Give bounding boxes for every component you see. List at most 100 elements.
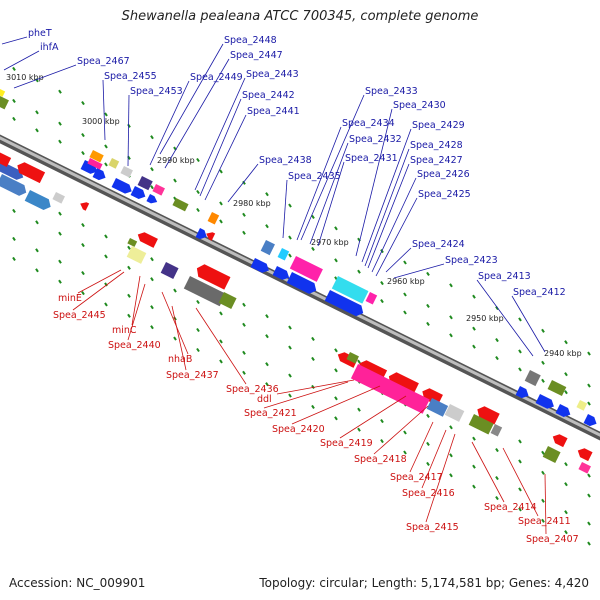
forward-gene-label: pheT	[28, 28, 52, 39]
guide-dot	[242, 302, 246, 307]
reverse-gene-arrow	[388, 372, 419, 396]
forward-gene-arrow	[515, 386, 529, 399]
reverse-gene-label: Spea_2416	[402, 488, 455, 499]
guide-dot	[288, 345, 292, 350]
label-leader	[364, 148, 410, 267]
reverse-gene-label: Spea_2445	[53, 310, 106, 321]
guide-dot	[564, 510, 568, 515]
guide-dot	[564, 372, 568, 377]
forward-gene-label: Spea_2435	[288, 171, 341, 182]
guide-dot	[219, 201, 223, 206]
guide-dot	[472, 294, 476, 299]
scale-label-2960: 2960 kbp	[387, 277, 425, 286]
label-leader	[367, 163, 410, 269]
guide-dot	[426, 271, 430, 276]
guide-dot	[311, 214, 315, 219]
label-leader	[159, 43, 224, 155]
reverse-gene-label: Spea_2414	[484, 502, 537, 513]
guide-dot	[219, 219, 223, 224]
feature-block	[0, 96, 9, 110]
label-leader	[171, 305, 187, 371]
label-leader	[317, 161, 345, 247]
guide-dot	[242, 212, 246, 217]
reverse-gene-arrow	[0, 152, 12, 167]
forward-gene-label: Spea_2426	[417, 169, 470, 180]
guide-dot	[173, 288, 177, 293]
guide-dot	[495, 447, 499, 453]
guide-dot	[495, 355, 499, 361]
guide-dot	[357, 269, 361, 274]
reverse-gene-arrow	[17, 162, 46, 184]
label-leader	[3, 50, 40, 71]
guide-dot	[587, 473, 591, 478]
label-leader	[195, 307, 247, 385]
guide-dot	[449, 473, 453, 478]
feature-block	[524, 370, 541, 387]
forward-gene-arrow	[250, 258, 269, 273]
forward-gene-arrow	[555, 404, 571, 417]
guide-dot	[12, 66, 16, 71]
guide-dot	[150, 167, 154, 172]
feature-block	[52, 191, 65, 204]
guide-dot	[12, 208, 16, 213]
feature-block	[137, 176, 153, 191]
label-leader	[421, 429, 447, 489]
label-leader	[300, 94, 365, 241]
forward-gene-label: Spea_2448	[224, 35, 277, 46]
feature-block	[183, 276, 226, 307]
guide-dot	[541, 470, 545, 475]
reverse-gene-label: Spea_2417	[390, 472, 443, 483]
accession-value: NC_009901	[76, 576, 146, 590]
scale-label-2980: 2980 kbp	[233, 199, 271, 208]
guide-dot	[35, 78, 39, 83]
forward-gene-label: Spea_2429	[412, 120, 465, 131]
guide-dot	[150, 185, 154, 190]
forward-gene-label: Spea_2434	[342, 118, 395, 129]
scale-label-2950: 2950 kbp	[466, 314, 504, 323]
forward-gene-label: Spea_2413	[478, 271, 531, 282]
genes-value: 4,420	[554, 576, 589, 590]
guide-dot	[449, 333, 453, 338]
guide-dot	[265, 362, 269, 367]
guide-dot	[196, 327, 200, 333]
guide-dot	[403, 292, 407, 297]
reverse-gene-label: Spea_2440	[108, 340, 161, 351]
forward-gene-label: Spea_2447	[230, 50, 283, 61]
guide-dot	[311, 246, 315, 251]
guide-dot	[334, 368, 338, 373]
accession-label: Accession:	[9, 576, 77, 590]
forward-gene-label: Spea_2430	[393, 100, 446, 111]
forward-gene-arrow	[0, 158, 24, 180]
forward-gene-label: Spea_2442	[242, 90, 295, 101]
label-leader	[282, 179, 288, 239]
feature-block	[120, 165, 133, 178]
guide-dot	[380, 439, 384, 444]
guide-dot	[587, 521, 591, 526]
forward-gene-label: Spea_2441	[247, 106, 300, 117]
reverse-gene-arrow	[80, 202, 90, 211]
label-leader	[72, 271, 125, 311]
guide-dot	[58, 259, 62, 264]
forward-gene-label: Spea_2432	[349, 134, 402, 145]
guide-dot	[541, 518, 545, 523]
guide-dot	[219, 311, 223, 316]
reverse-gene-label: Spea_2420	[272, 424, 325, 435]
guide-dot	[587, 351, 591, 356]
guide-dot	[564, 530, 568, 535]
feature-block	[490, 424, 503, 437]
label-leader	[149, 80, 190, 166]
feature-block	[152, 183, 165, 196]
guide-dot	[35, 248, 39, 253]
reverse-gene-label: Spea_2437	[166, 370, 219, 381]
forward-gene-label: Spea_2453	[130, 86, 183, 97]
reverse-gene-arrow	[137, 232, 158, 248]
guide-dot	[104, 234, 108, 239]
feature-block	[426, 398, 449, 417]
guide-dot	[150, 135, 154, 140]
label-leader	[199, 98, 242, 197]
label-leader	[409, 421, 434, 473]
reverse-gene-labels: minESpea_2445minCSpea_2440nhaBSpea_2437S…	[53, 293, 579, 545]
feature-block	[218, 291, 237, 309]
guide-dot	[242, 322, 246, 327]
